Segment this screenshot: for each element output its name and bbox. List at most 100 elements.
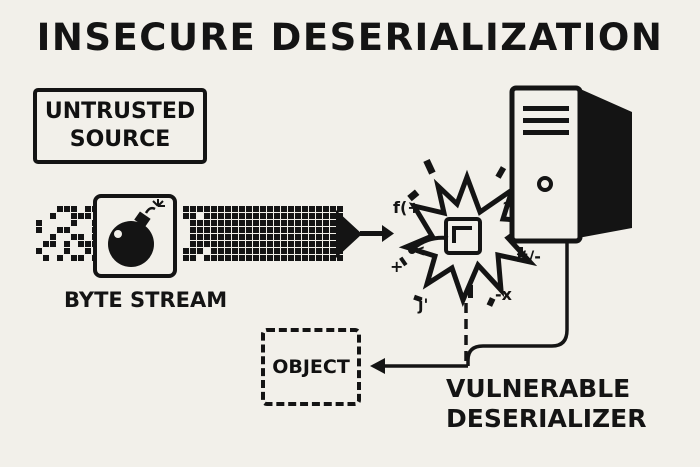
stream-pixel — [330, 220, 336, 226]
stream-pixel — [64, 248, 70, 254]
stream-pixel — [274, 227, 280, 233]
stream-pixel — [225, 241, 231, 247]
stream-pixel — [211, 234, 217, 240]
stream-pixel — [274, 206, 280, 212]
stream-pixel — [288, 234, 294, 240]
stream-pixel — [232, 241, 238, 247]
stream-pixel — [295, 227, 301, 233]
stream-pixel — [36, 220, 42, 226]
stream-pixel — [232, 248, 238, 254]
stream-pixel — [302, 255, 308, 261]
stream-pixel — [211, 213, 217, 219]
byte-stream-label: BYTE STREAM — [64, 288, 228, 312]
stream-pixel — [78, 255, 84, 261]
stream-pixel — [50, 213, 56, 219]
glyph-3: + — [390, 257, 403, 276]
stream-pixel — [253, 206, 259, 212]
stream-pixel — [323, 241, 329, 247]
stream-pixel — [197, 248, 203, 254]
stream-pixel — [190, 220, 196, 226]
stream-pixel — [85, 248, 91, 254]
stream-pixel — [288, 220, 294, 226]
stream-pixel — [253, 227, 259, 233]
stream-pixel — [232, 255, 238, 261]
stream-pixel — [267, 206, 273, 212]
stream-pixel — [204, 241, 210, 247]
stream-pixel — [232, 206, 238, 212]
stream-pixel — [288, 206, 294, 212]
stream-pixel — [316, 213, 322, 219]
stream-pixel — [302, 206, 308, 212]
stream-pixel — [281, 234, 287, 240]
stream-pixel — [330, 248, 336, 254]
stream-pixel — [253, 220, 259, 226]
stream-pixel — [323, 213, 329, 219]
stream-pixel — [218, 227, 224, 233]
stream-pixel — [253, 234, 259, 240]
stream-pixel — [302, 220, 308, 226]
stream-pixel — [295, 234, 301, 240]
stream-pixel — [204, 213, 210, 219]
stream-pixel — [218, 248, 224, 254]
stream-pixel — [197, 234, 203, 240]
stream-pixel — [225, 220, 231, 226]
glyph-6: -x — [495, 285, 513, 304]
stream-pixel — [295, 241, 301, 247]
stream-pixel — [316, 234, 322, 240]
stream-pixel — [71, 255, 77, 261]
stream-pixel — [309, 241, 315, 247]
stream-pixel — [253, 213, 259, 219]
stream-pixel — [190, 206, 196, 212]
stream-pixel — [190, 234, 196, 240]
stream-pixel — [211, 248, 217, 254]
stream-pixel — [260, 206, 266, 212]
stream-pixel — [288, 248, 294, 254]
glyph-5: j' — [417, 295, 428, 314]
stream-pixel — [260, 234, 266, 240]
stream-pixel — [232, 220, 238, 226]
stream-pixel — [246, 255, 252, 261]
stream-pixel — [232, 227, 238, 233]
stream-pixel — [281, 227, 287, 233]
stream-pixel — [78, 241, 84, 247]
stream-pixel — [50, 234, 56, 240]
stream-pixel — [267, 213, 273, 219]
stream-pixel — [190, 255, 196, 261]
stream-pixel — [239, 206, 245, 212]
stream-pixel — [218, 220, 224, 226]
stream-pixel — [330, 255, 336, 261]
stream-pixel — [239, 220, 245, 226]
stream-pixel — [190, 227, 196, 233]
stream-pixel — [36, 227, 42, 233]
stream-pixel — [197, 227, 203, 233]
stream-pixel — [204, 234, 210, 240]
stream-pixel — [204, 227, 210, 233]
stream-pixel — [267, 255, 273, 261]
stream-pixel — [316, 255, 322, 261]
stream-pixel — [232, 213, 238, 219]
deserializer-label-line1: VULNERABLE — [446, 374, 631, 403]
arrow-icon — [370, 358, 385, 374]
stream-pixel — [246, 241, 252, 247]
stream-pixel — [239, 248, 245, 254]
source-label-line2: SOURCE — [69, 127, 171, 152]
stream-pixel — [309, 255, 315, 261]
stream-pixel — [85, 241, 91, 247]
bomb-icon — [93, 194, 177, 278]
object-box: OBJECT — [261, 328, 361, 406]
stream-pixel — [43, 241, 49, 247]
stream-pixel — [337, 255, 343, 261]
stream-pixel — [225, 234, 231, 240]
stream-pixel — [302, 241, 308, 247]
stream-pixel — [246, 248, 252, 254]
stream-pixel — [253, 241, 259, 247]
stream-pixel — [253, 248, 259, 254]
stream-pixel — [274, 248, 280, 254]
stream-pixel — [239, 241, 245, 247]
stream-pixel — [267, 227, 273, 233]
stream-pixel — [239, 213, 245, 219]
stream-pixel — [246, 206, 252, 212]
stream-pixel — [239, 234, 245, 240]
